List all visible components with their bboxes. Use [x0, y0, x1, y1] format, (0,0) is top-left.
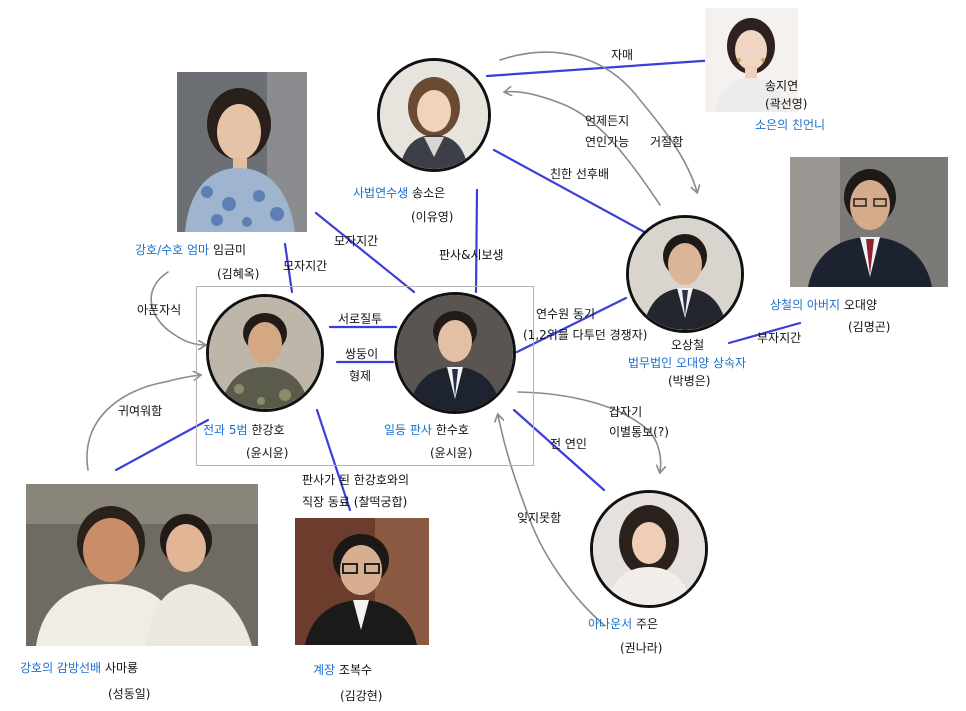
sangcheol-actor: (박병은): [668, 374, 711, 388]
sangcheol-portrait: [626, 215, 744, 333]
boksu-label: 계장 조복수: [313, 662, 372, 678]
rel-jealous: 서로질투: [338, 312, 383, 326]
line-mother-son-suho: [314, 211, 416, 294]
rel-refuse: 거절함: [650, 135, 684, 149]
jiyeon-actor: (곽선영): [765, 97, 808, 111]
kangho-name: 한강호: [251, 423, 285, 437]
suho-name: 한수호: [435, 423, 469, 437]
twins-frame: [196, 286, 534, 466]
arrow-sick-child: [150, 271, 205, 345]
rel-cute: 귀여워함: [118, 404, 163, 418]
soeun-name: 송소은: [412, 186, 446, 200]
geummi-label: 강호/수호 엄마 임금미: [135, 242, 246, 258]
boksu-role: 계장: [313, 663, 336, 677]
rel-ex-lover: 전 연인: [550, 437, 587, 451]
geummi-photo: [177, 72, 307, 232]
juen-name: 주은: [636, 617, 659, 631]
juen-label: 아나운서 주은: [588, 616, 658, 632]
maryong-actor: (성동일): [108, 687, 151, 701]
soeun-role: 사법연수생: [353, 186, 409, 200]
jiyeon-name: 송지연: [765, 79, 799, 93]
sangcheol-name: 오상철: [671, 338, 705, 352]
rel-coworker-2: 직장 동료 (찰떡궁합): [302, 495, 408, 509]
suho-actor: (윤시윤): [430, 446, 473, 460]
line-sister: [485, 58, 718, 78]
rel-anytime-1: 언제든지: [585, 114, 630, 128]
daeyang-name: 오대양: [843, 298, 878, 312]
maryong-role: 강호의 감방선배: [20, 661, 102, 675]
rel-breakup-1: 갑자기: [609, 405, 643, 419]
rel-institute-1: 연수원 동기: [536, 307, 596, 321]
rel-sick-child: 아픈자식: [137, 303, 182, 317]
arrow-cant-forget: [498, 415, 605, 626]
boksu-actor: (김강현): [340, 689, 383, 703]
sangcheol-role: 법무법인 오대양 상속자: [628, 356, 747, 370]
kangho-portrait: [206, 294, 324, 412]
arrow-breakup: [517, 391, 661, 472]
rel-father-son: 부자지간: [757, 331, 802, 345]
juen-actor: (권나라): [620, 641, 663, 655]
arrow-anytime: [505, 92, 661, 206]
line-judge-probation: [474, 188, 479, 294]
jiyeon-role: 소은의 친언니: [755, 118, 826, 132]
rel-sister: 자매: [611, 48, 634, 62]
daeyang-photo: [790, 157, 948, 287]
rel-institute-2: (1,2위를 다투던 경쟁자): [523, 328, 648, 342]
suho-label: 일등 판사 한수호: [384, 422, 469, 438]
maryong-label: 강호의 감방선배 사마룡: [20, 660, 138, 676]
kangho-role: 전과 5범: [203, 423, 248, 437]
arrow-refuse: [499, 51, 697, 192]
daeyang-role: 상철의 아버지: [770, 298, 841, 312]
suho-portrait: [394, 292, 516, 414]
line-close-senior: [492, 148, 652, 237]
kangho-label: 전과 5범 한강호: [203, 422, 285, 438]
rel-mother-son-kangho: 모자지간: [283, 259, 328, 273]
rel-breakup-2: 이별통보(?): [609, 425, 669, 439]
daeyang-actor: (김명곤): [848, 320, 891, 334]
line-ex-lover: [512, 408, 606, 492]
rel-judge-probation: 판사&시보생: [439, 248, 504, 262]
soeun-label: 사법연수생 송소은: [353, 185, 445, 201]
maryong-name: 사마룡: [104, 661, 139, 675]
boksu-name: 조복수: [338, 663, 373, 677]
soeun-portrait: [377, 58, 491, 172]
rel-coworker-1: 판사가 된 한강호와의: [302, 473, 409, 487]
juen-role: 아나운서: [588, 617, 633, 631]
rel-twins-2: 형제: [349, 369, 372, 383]
suho-role: 일등 판사: [384, 423, 432, 437]
line-cute: [114, 418, 210, 472]
juen-portrait: [590, 490, 708, 608]
rel-twins-1: 쌍둥이: [345, 347, 379, 361]
geummi-actor: (김혜옥): [217, 267, 260, 281]
rel-cant-forget: 잊지못함: [517, 511, 562, 525]
line-coworker: [315, 408, 352, 512]
arrow-cute: [86, 375, 200, 471]
daeyang-label: 상철의 아버지 오대양: [770, 297, 877, 313]
boksu-photo: [295, 518, 429, 645]
rel-close-senior: 친한 선후배: [550, 167, 610, 181]
rel-anytime-2: 연인가능: [585, 135, 630, 149]
line-mother-son-kangho: [283, 242, 294, 294]
geummi-name: 임금미: [212, 243, 247, 257]
jiyeon-photo: [705, 8, 798, 112]
kangho-actor: (윤시윤): [246, 446, 289, 460]
line-father-son: [727, 321, 802, 345]
rel-mother-son-suho: 모자지간: [334, 234, 379, 248]
line-institute: [515, 296, 628, 354]
soeun-actor: (이유영): [411, 210, 454, 224]
geummi-role: 강호/수호 엄마: [135, 243, 210, 257]
maryong-photo: [26, 484, 258, 646]
